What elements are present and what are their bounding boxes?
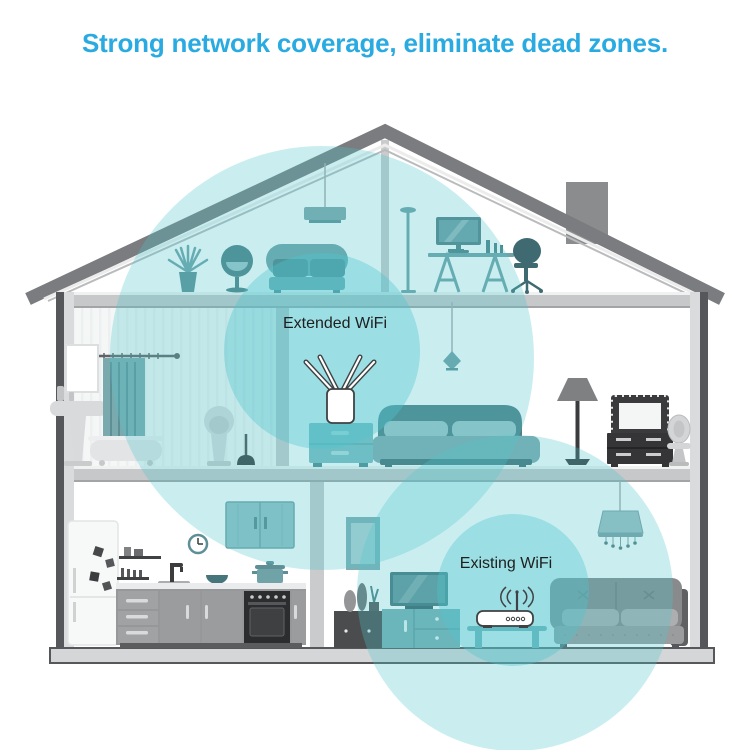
decorative-vases — [344, 583, 379, 612]
bathroom-mirror — [65, 344, 99, 393]
sofa — [550, 578, 688, 648]
picture-frame — [346, 517, 380, 570]
plunger — [237, 434, 255, 465]
coverage-circle-existing-inner — [437, 514, 589, 666]
oven — [244, 591, 290, 643]
cooking-pot — [252, 561, 288, 583]
roof — [25, 123, 725, 305]
roof-center-beam — [381, 140, 389, 293]
coverage-circle-existing-outer — [357, 435, 673, 750]
pedestal-sink — [50, 386, 107, 466]
router-antenna-icon — [515, 590, 519, 611]
wifi-extender-device — [303, 354, 377, 424]
vanity-chair — [667, 414, 691, 466]
bedroom-floor-lamp — [557, 378, 598, 465]
bed — [372, 405, 540, 467]
wall-divider-ground-floor — [310, 482, 324, 648]
shower-curtain — [99, 353, 180, 440]
kitchen-bowl — [206, 575, 228, 584]
kitchen-counter — [116, 583, 306, 648]
wifi-signal-waves-icon — [500, 586, 534, 608]
office-chair — [511, 238, 543, 294]
extender-antenna-icon — [303, 354, 377, 394]
chandelier — [597, 481, 644, 550]
router-led-lights — [505, 616, 526, 622]
wall-divider-middle-floor — [276, 308, 289, 466]
toilet — [204, 406, 234, 466]
attic-tv — [436, 217, 481, 253]
extended-wifi-label: Extended WiFi — [282, 315, 388, 332]
attic-floor-lamp — [400, 207, 416, 293]
kitchen-faucet — [158, 563, 190, 586]
attic-floor-slab — [56, 292, 708, 308]
egg-chair — [221, 245, 253, 293]
tv-cabinet-dark — [334, 611, 382, 648]
existing-wifi-label: Existing WiFi — [459, 555, 553, 572]
right-wall — [690, 292, 708, 648]
nightstand — [309, 423, 373, 467]
tv-console — [382, 609, 460, 648]
living-room-tv — [390, 572, 448, 609]
kitchen-wall-cabinets — [225, 501, 295, 549]
left-wall — [56, 292, 74, 648]
attic-desk — [428, 240, 514, 293]
wifi-router-device — [476, 586, 534, 628]
fridge — [67, 520, 119, 646]
potted-plant — [167, 244, 209, 292]
middle-floor-slab — [56, 466, 708, 482]
page-title: Strong network coverage, eliminate dead … — [81, 28, 669, 58]
kitchen-shelves — [117, 547, 161, 580]
attic-sofa — [266, 244, 348, 293]
coverage-circle-extended-inner — [224, 253, 420, 449]
attic-ceiling-lamp — [304, 163, 346, 223]
wall-clock — [187, 533, 209, 555]
vanity-dresser — [607, 395, 673, 467]
bathtub — [88, 436, 164, 466]
pendant-lamp — [443, 302, 461, 371]
